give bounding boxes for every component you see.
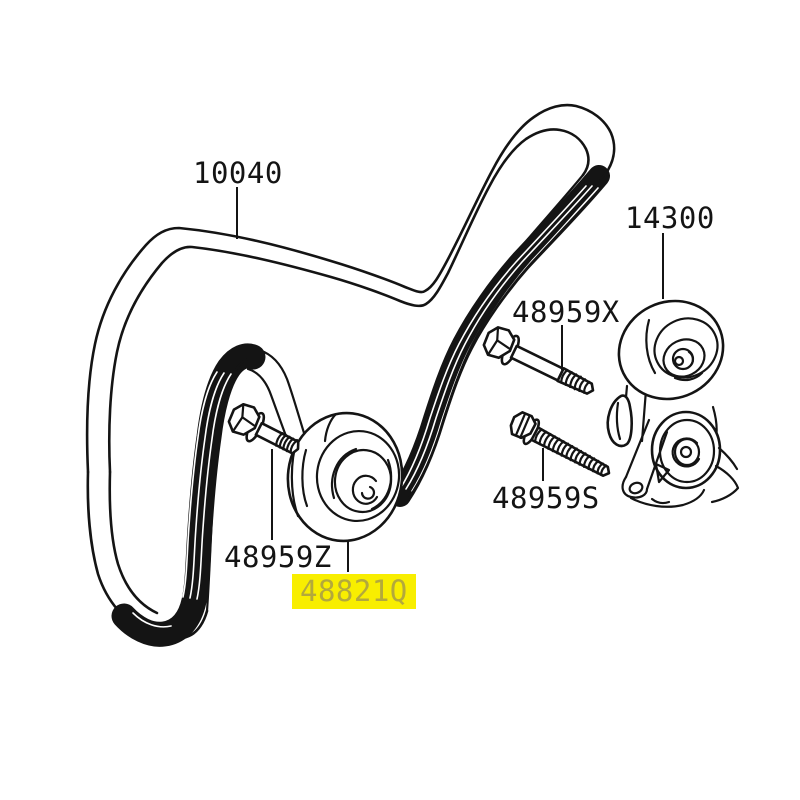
part-label-48959Z[interactable]: 48959Z — [224, 540, 332, 574]
leader-lines — [237, 187, 663, 572]
part-label-48959S[interactable]: 48959S — [492, 481, 600, 515]
tensioner-bolt-lower — [506, 409, 616, 485]
tensioner-assembly — [602, 284, 739, 507]
idler-pulley — [281, 407, 410, 548]
part-label-48821Q-highlighted[interactable]: 48821Q — [292, 574, 416, 609]
idler-pulley-bolt — [224, 400, 306, 463]
tensioner-bolt-upper — [479, 323, 600, 404]
serpentine-belt — [87, 105, 614, 639]
part-label-14300[interactable]: 14300 — [625, 201, 715, 235]
part-label-48959X[interactable]: 48959X — [512, 295, 620, 329]
part-label-10040[interactable]: 10040 — [193, 156, 283, 190]
